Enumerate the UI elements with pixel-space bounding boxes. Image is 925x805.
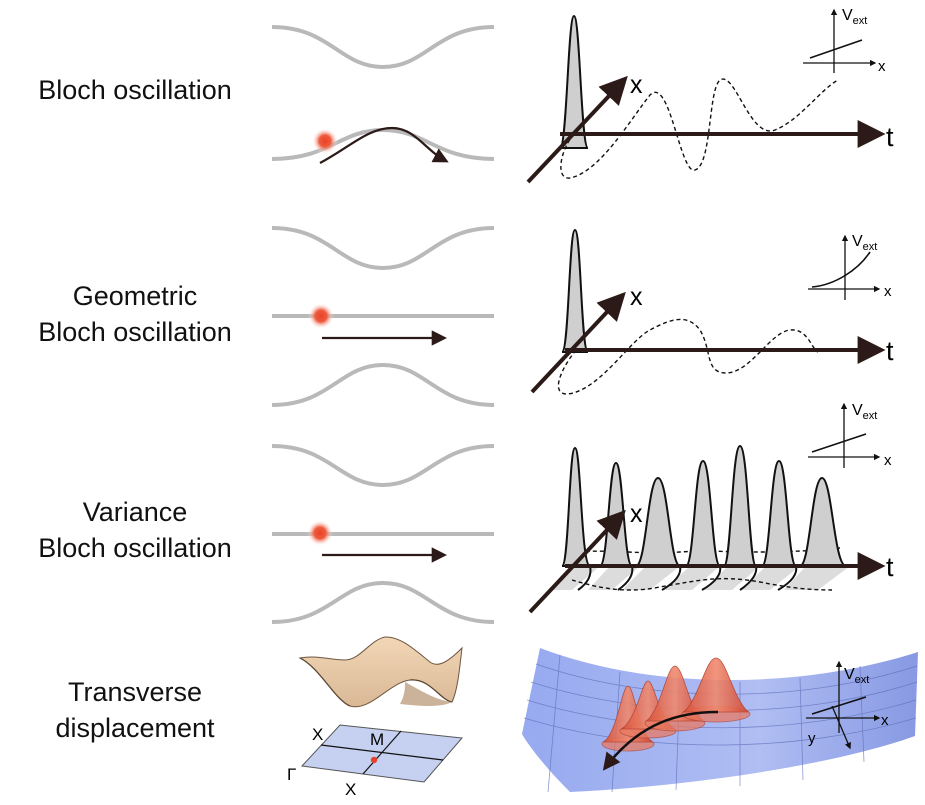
potential-inset: Vext x	[803, 7, 886, 75]
wavepacket-peak	[685, 459, 721, 567]
x-axis-label: x	[630, 500, 643, 528]
energy-surface	[298, 636, 463, 708]
label-x-bottom: X	[345, 780, 356, 799]
variance-bands	[271, 444, 495, 624]
wavepacket-peak	[761, 459, 797, 567]
x-axis-label: x	[630, 283, 643, 311]
label-m: M	[370, 730, 384, 749]
potential-inset: Vext x y	[806, 660, 889, 750]
row-label-bloch: Bloch oscillation	[38, 75, 232, 105]
x-axis	[528, 509, 626, 614]
wavepacket-peak	[561, 446, 591, 567]
label-x-top: X	[312, 725, 323, 744]
motion-arrow	[319, 126, 449, 164]
svg-text:x: x	[884, 452, 892, 469]
svg-text:y: y	[808, 730, 816, 747]
t-axis-label: t	[886, 122, 894, 152]
svg-text:x: x	[884, 283, 892, 300]
geometric-plot: x t Vext x	[530, 228, 894, 395]
svg-text:Vext: Vext	[844, 666, 869, 686]
x-axis	[530, 291, 626, 394]
svg-text:Vext: Vext	[842, 7, 867, 27]
wavepacket-peak	[723, 444, 757, 567]
svg-text:x: x	[878, 58, 886, 75]
svg-text:Vext: Vext	[852, 402, 877, 422]
row-label-geometric: Geometric Bloch oscillation	[38, 281, 232, 347]
particle-dot	[308, 303, 334, 329]
trajectory-dashed	[560, 78, 839, 179]
trajectory-dashed	[571, 577, 833, 591]
potential-inset: Vext x	[808, 402, 892, 469]
wavepacket-peak	[635, 476, 681, 567]
x-axis-label: x	[630, 71, 643, 99]
bloch-bands	[271, 25, 495, 161]
x-axis	[526, 75, 628, 184]
svg-text:Vext: Vext	[852, 233, 877, 253]
row-label-transverse: Transverse displacement	[55, 677, 215, 743]
drift-arrow	[602, 710, 719, 771]
bloch-plot: x t Vext x	[526, 7, 894, 184]
trajectory-dashed	[557, 318, 819, 395]
wavepacket-peak	[599, 461, 633, 567]
row-label-variance: Variance Bloch oscillation	[38, 497, 232, 563]
wavepacket-cones	[601, 657, 751, 752]
wavepacket-peak	[559, 14, 589, 149]
t-axis-label: t	[886, 336, 894, 366]
brillouin-zone: X M Γ X	[287, 724, 464, 799]
potential-inset: Vext x	[808, 233, 892, 300]
particle-dot	[312, 128, 338, 154]
t-axis-label: t	[886, 552, 894, 582]
geometric-bands	[271, 226, 495, 407]
label-gamma: Γ	[287, 765, 296, 784]
svg-text:x: x	[881, 712, 889, 729]
variance-plot: x t Vext x	[528, 402, 894, 614]
trajectory-dashed	[571, 547, 841, 554]
wavepacket-peak	[799, 476, 847, 567]
particle-dot	[307, 520, 333, 546]
